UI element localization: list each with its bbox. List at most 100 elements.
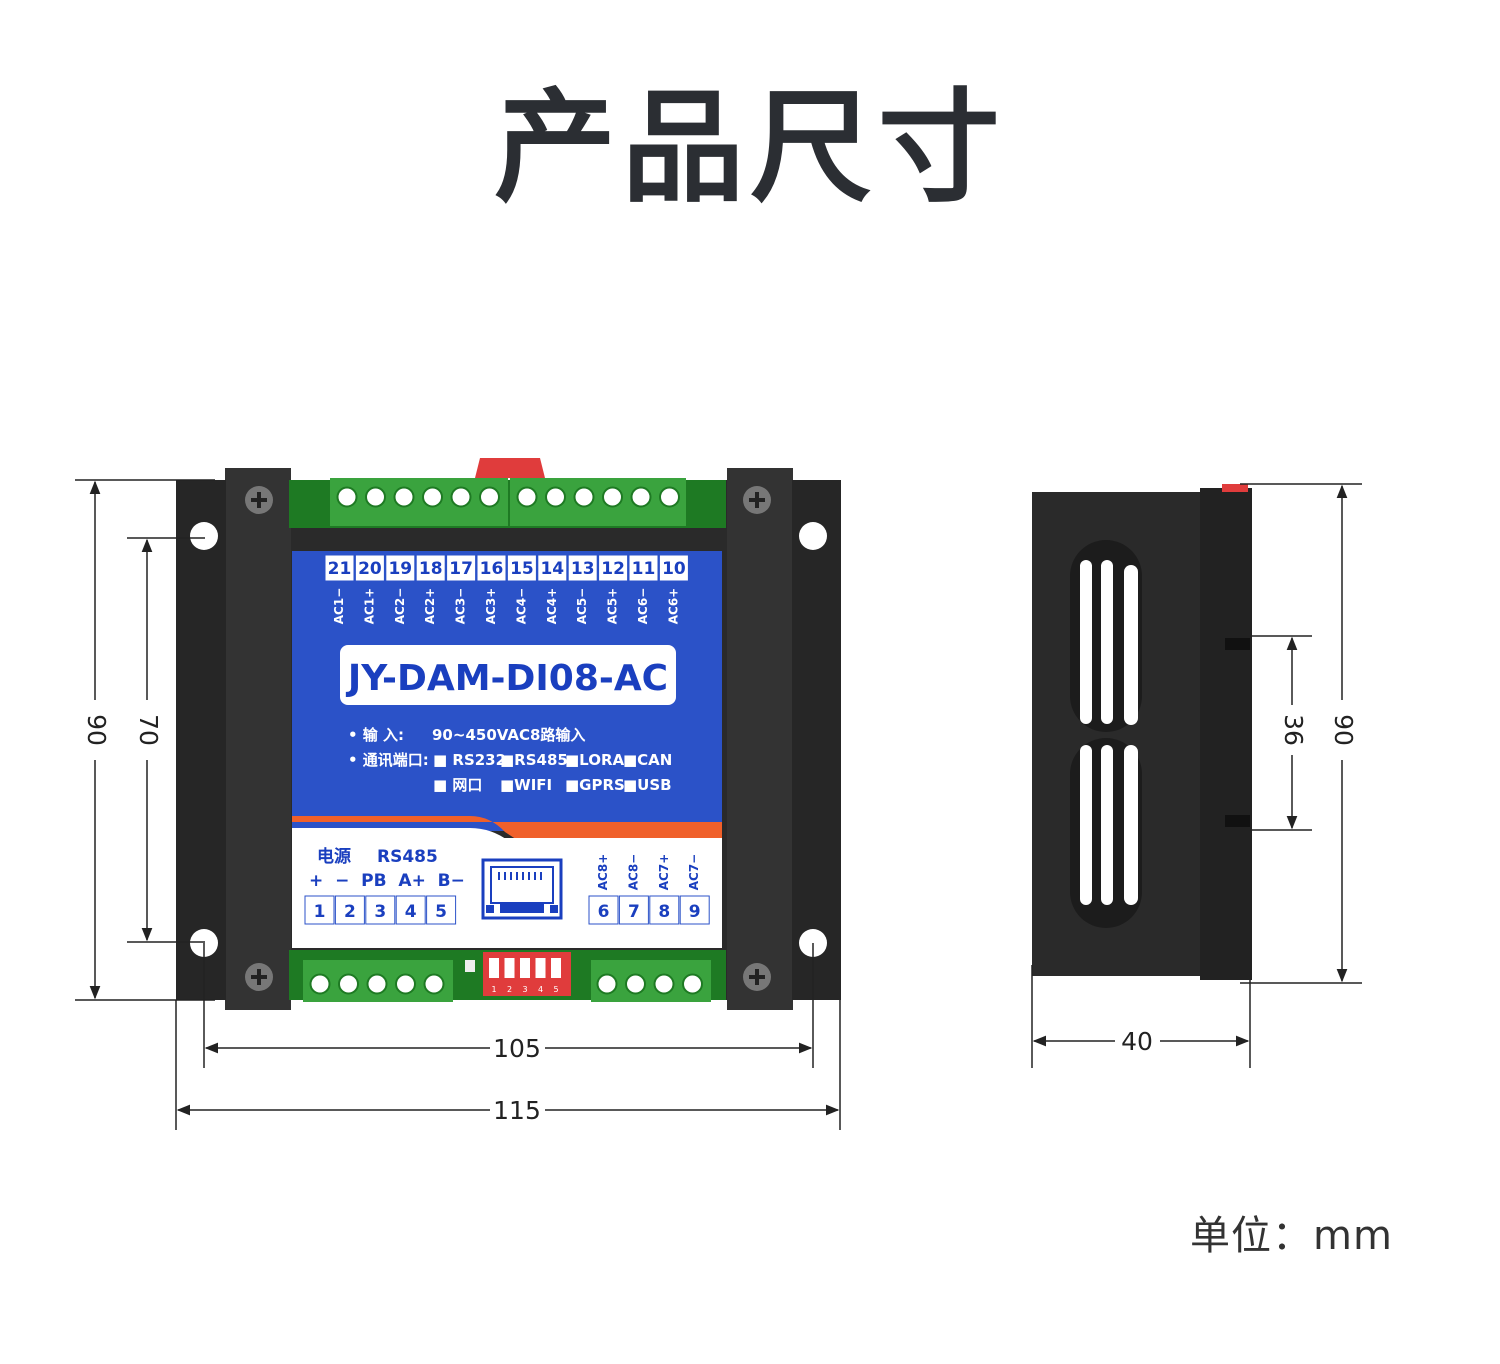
- front-housing-left-column: [225, 468, 291, 1010]
- terminal-label: AC5−: [575, 588, 589, 625]
- terminal-label: AC8+: [596, 854, 610, 891]
- terminal-screw-icon: [602, 486, 623, 508]
- dim-side-rail: 36: [1279, 714, 1308, 746]
- terminal-screw-icon: [479, 486, 500, 508]
- dim-front-height-outer: 90: [82, 714, 111, 746]
- mount-hole-icon: [799, 522, 827, 550]
- terminal-screw-icon: [630, 486, 652, 508]
- terminal-label: AC1−: [332, 588, 346, 625]
- port-usb: ■USB: [623, 776, 672, 794]
- port-rs485: ■RS485: [500, 751, 568, 769]
- terminal-block-top-right: [510, 478, 686, 526]
- screw-icon: [743, 963, 771, 991]
- terminal-screw-icon: [365, 486, 386, 508]
- terminal-number: 1: [314, 902, 326, 922]
- top-terminal-labels: AC1− AC1+ AC2− AC2+ AC3− AC3+ AC4− AC4+ AC5− AC5+…: [332, 588, 680, 625]
- terminal-number: 18: [419, 559, 443, 579]
- terminal-label: AC7−: [687, 854, 701, 891]
- terminal-label: AC2+: [423, 588, 437, 625]
- port-wifi: ■WIFI: [500, 776, 552, 794]
- terminal-number: 4: [405, 902, 417, 922]
- terminal-number: 5: [435, 902, 447, 922]
- terminal-label: AC8−: [626, 854, 640, 891]
- terminal-screw-icon: [659, 486, 680, 508]
- dim-front-height-inner: 70: [134, 714, 163, 746]
- terminal-number: 17: [449, 559, 473, 579]
- terminal-screw-icon: [423, 973, 445, 995]
- rs485-label: RS485: [377, 847, 438, 867]
- dim-front-width-outer: 115: [493, 1096, 541, 1125]
- port-ethernet: ■ 网口: [433, 776, 482, 794]
- terminal-label: AC6−: [636, 588, 650, 625]
- input-label: • 输 入:: [348, 726, 404, 744]
- port-rs232: ■ RS232: [433, 751, 506, 769]
- screw-icon: [245, 963, 273, 991]
- side-dimensions: [1031, 483, 1362, 1068]
- terminal-screw-icon: [653, 973, 675, 995]
- terminal-number: 21: [328, 559, 352, 579]
- unit-label: 单位：mm: [1190, 1213, 1393, 1259]
- terminal-number: 20: [358, 559, 382, 579]
- terminal-screw-icon: [422, 486, 443, 508]
- terminal-screw-icon: [573, 486, 595, 508]
- terminal-screw-icon: [625, 973, 646, 995]
- terminal-screw-icon: [336, 486, 358, 508]
- terminal-label: AC4−: [514, 588, 528, 625]
- terminal-label: AC4+: [545, 588, 559, 625]
- signal-labels: + − PB A+ B−: [309, 871, 465, 891]
- dip-lever: [520, 958, 530, 978]
- terminal-number: 7: [628, 902, 640, 922]
- screw-icon: [743, 486, 771, 514]
- terminal-number: 10: [662, 559, 686, 579]
- side-view: [1032, 484, 1252, 980]
- model-name: JY-DAM-DI08-AC: [345, 658, 668, 699]
- terminal-label: AC5+: [606, 588, 620, 625]
- dip-number: 1: [491, 985, 496, 994]
- terminal-screw-icon: [309, 973, 331, 995]
- terminal-number: 13: [571, 559, 595, 579]
- front-dimensions: [75, 479, 841, 1130]
- terminal-number: 19: [388, 559, 412, 579]
- port-lora: ■LORA: [565, 751, 624, 769]
- terminal-number: 16: [480, 559, 504, 579]
- dip-number: 2: [507, 985, 512, 994]
- terminal-screw-icon: [393, 486, 415, 508]
- terminal-label: AC1+: [362, 588, 376, 625]
- terminal-number: 11: [632, 559, 656, 579]
- input-value: 90~450VAC8路输入: [432, 726, 585, 744]
- terminal-screw-icon: [516, 486, 538, 508]
- terminal-number: 2: [344, 902, 356, 922]
- terminal-number: 6: [598, 902, 610, 922]
- port-gprs: ■GPRS: [565, 776, 625, 794]
- terminal-label: AC7+: [657, 854, 671, 891]
- terminal-label: AC2−: [393, 588, 407, 625]
- terminal-number: 12: [601, 559, 625, 579]
- page-title: 产品尺寸: [494, 77, 1006, 219]
- comm-label: • 通讯端口:: [348, 751, 429, 769]
- dim-front-width-inner: 105: [493, 1034, 541, 1063]
- terminal-label: AC6+: [666, 588, 680, 625]
- ethernet-port-icon: [481, 858, 563, 920]
- terminal-screw-icon: [366, 973, 388, 995]
- front-housing-right-column: [727, 468, 793, 1010]
- accent-stripe: [292, 816, 722, 845]
- terminal-label: AC3−: [454, 588, 468, 625]
- terminal-number: 9: [689, 902, 701, 922]
- dip-lever: [489, 958, 499, 978]
- terminal-screw-icon: [450, 486, 472, 508]
- terminal-screw-icon: [596, 973, 618, 995]
- dim-side-depth: 40: [1121, 1027, 1153, 1056]
- terminal-label: AC3+: [484, 588, 498, 625]
- label-panel-lower: [292, 838, 722, 948]
- model-badge: [340, 645, 676, 705]
- terminal-screw-icon: [682, 973, 703, 995]
- port-can: ■CAN: [623, 751, 672, 769]
- terminal-number: 8: [658, 902, 670, 922]
- dip-lever: [504, 958, 515, 978]
- dip-number: 3: [522, 985, 527, 994]
